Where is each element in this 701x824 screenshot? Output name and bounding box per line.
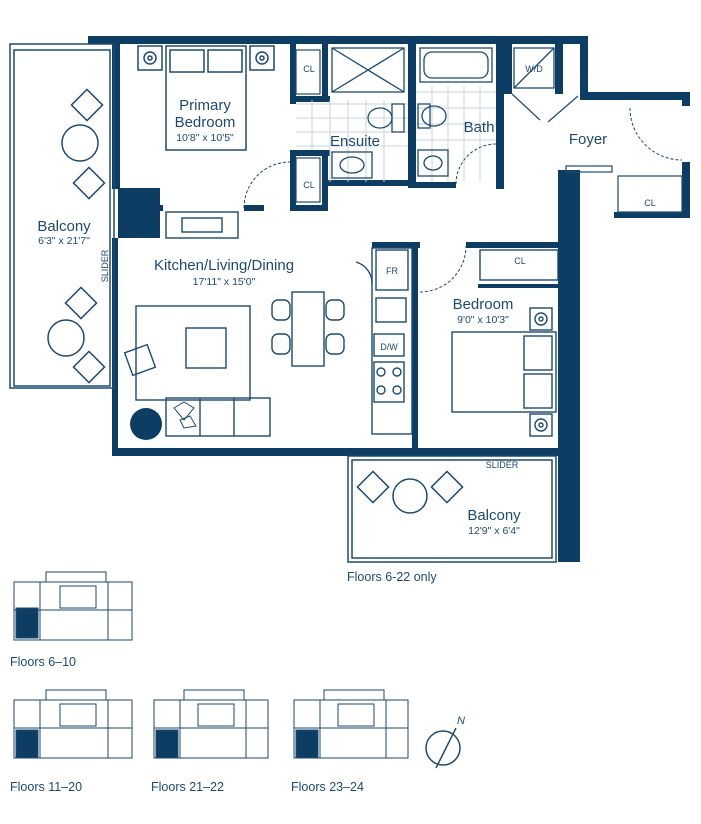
- closet-label-1: CL: [303, 64, 315, 74]
- bedroom-label: Bedroom: [453, 296, 514, 313]
- balcony-south-label: Balcony: [467, 507, 521, 524]
- door-arc-entry: [629, 107, 683, 161]
- door-arc-laundry: [511, 93, 579, 123]
- balcony-west-dims: 6'3" x 21'7": [38, 235, 90, 247]
- kitchen-living-label: Kitchen/Living/Dining: [154, 257, 294, 274]
- primary-bedroom-furniture: [137, 45, 275, 151]
- ensuite-fixtures: [296, 47, 408, 182]
- kitchen-living-dims: 17'11" x 15'0": [193, 276, 256, 288]
- compass-letter: N: [457, 715, 465, 727]
- walls: [88, 36, 690, 562]
- dishwasher-label: D/W: [380, 342, 398, 352]
- bath-fixtures: [416, 47, 496, 182]
- primary-bedroom-label-2: Bedroom: [175, 114, 236, 131]
- floors-note: Floors 6-22 only: [347, 570, 437, 584]
- laundry: [513, 47, 555, 89]
- kitchen-living-furniture: [123, 211, 413, 437]
- closets: [295, 49, 321, 203]
- keyplan-label-23-24: Floors 23–24: [291, 780, 364, 794]
- bedroom-furniture: [451, 249, 559, 437]
- balcony-south-dims: 12'9" x 6'4": [468, 525, 520, 537]
- closet-label-2: CL: [303, 180, 315, 190]
- foyer-closet: [565, 165, 683, 213]
- keyplan-label-11-20: Floors 11–20: [10, 780, 83, 794]
- ensuite-label: Ensuite: [330, 133, 380, 150]
- fridge-label: FR: [386, 266, 398, 276]
- door-arc-bedroom: [419, 245, 467, 293]
- balcony-south: [347, 455, 557, 563]
- door-arc-primary: [243, 161, 291, 209]
- keyplan-floors-11-20: [13, 689, 133, 759]
- keyplan-floors-6-10: [13, 571, 133, 641]
- primary-bedroom-label-1: Primary: [179, 97, 231, 114]
- closet-label-foyer: CL: [644, 198, 656, 208]
- cushion: [173, 401, 197, 429]
- slider-label-south: SLIDER: [486, 460, 519, 470]
- washer-dryer-label: W/D: [525, 64, 543, 74]
- bath-label: Bath: [464, 119, 495, 136]
- foyer-label: Foyer: [569, 131, 607, 148]
- keyplan-label-21-22: Floors 21–22: [151, 780, 224, 794]
- keyplan-floors-21-22: [153, 689, 269, 759]
- closet-label-bedroom: CL: [514, 256, 526, 266]
- bedroom-dims: 9'0" x 10'3": [457, 314, 509, 326]
- compass-icon: [425, 727, 461, 769]
- balcony-west: [9, 43, 115, 389]
- door-arc-bath: [455, 143, 497, 185]
- balcony-west-label: Balcony: [37, 218, 91, 235]
- primary-bedroom-dims: 10'8" x 10'5": [176, 132, 234, 144]
- slider-label-west: SLIDER: [100, 249, 110, 282]
- keyplan-floors-23-24: [293, 689, 409, 759]
- keyplan-label-6-10: Floors 6–10: [10, 655, 77, 669]
- plant: [130, 408, 162, 440]
